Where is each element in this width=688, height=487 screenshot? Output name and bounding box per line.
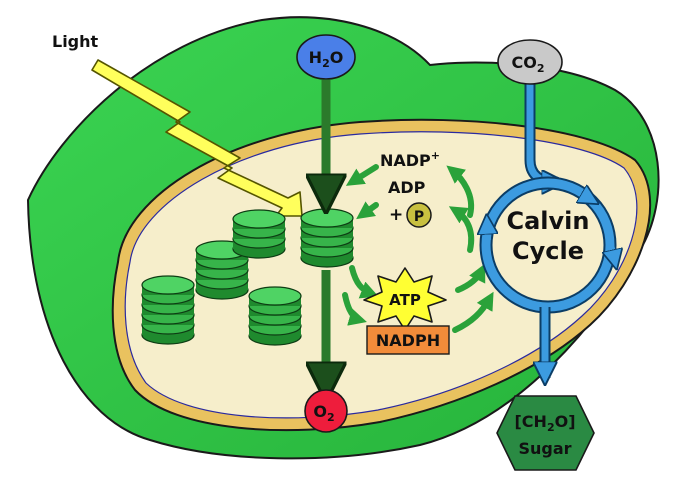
flow-arrow-nadph-to-calvin [452,291,494,333]
nadph-label: NADPH [376,331,440,350]
flow-arrow-return-adp [448,206,475,253]
adp-label: ADP [388,178,426,197]
flow-arrow-to-atp [349,265,379,299]
water-node [296,34,356,80]
water-label: H2O [309,48,344,70]
atp-label: ATP [389,291,421,309]
calvin-cycle-arrowhead-right [610,239,615,262]
granum-stack-4 [248,286,302,346]
light-label: Light [52,32,99,51]
calvin-label-line1: Calvin [507,207,590,235]
phosphate-label: P [414,209,424,225]
co2-node [497,39,563,85]
light-bolt [91,59,303,217]
sugar-label-line1: [CH2O] [514,412,575,434]
granum-stack-2 [195,240,249,300]
oxygen-label: O2 [313,402,334,424]
sugar-node [496,395,595,471]
nadp-label: NADP+ [380,149,440,170]
co2-label: CO2 [512,53,545,75]
flow-arrow-return-nadp [446,165,475,218]
calvin-cycle-arrowhead-left [487,222,488,241]
flow-arrow-to-nadph [342,292,367,326]
oxygen-node [304,389,348,433]
calvin-cycle-arrowhead-top [573,190,592,200]
phosphate-node [406,202,432,228]
granum-stack-1 [141,275,195,345]
flow-arrow-atp-to-calvin [455,263,486,293]
granum-stack-3 [232,209,286,259]
flow-arrow-nadp [345,164,379,186]
plus-label: + [389,205,403,225]
nadph-box [366,325,450,355]
sugar-label-line2: Sugar [518,439,571,458]
calvin-label-line2: Cycle [512,237,584,265]
flow-arrow-adp [356,201,379,220]
granum-stack-main [300,208,354,268]
